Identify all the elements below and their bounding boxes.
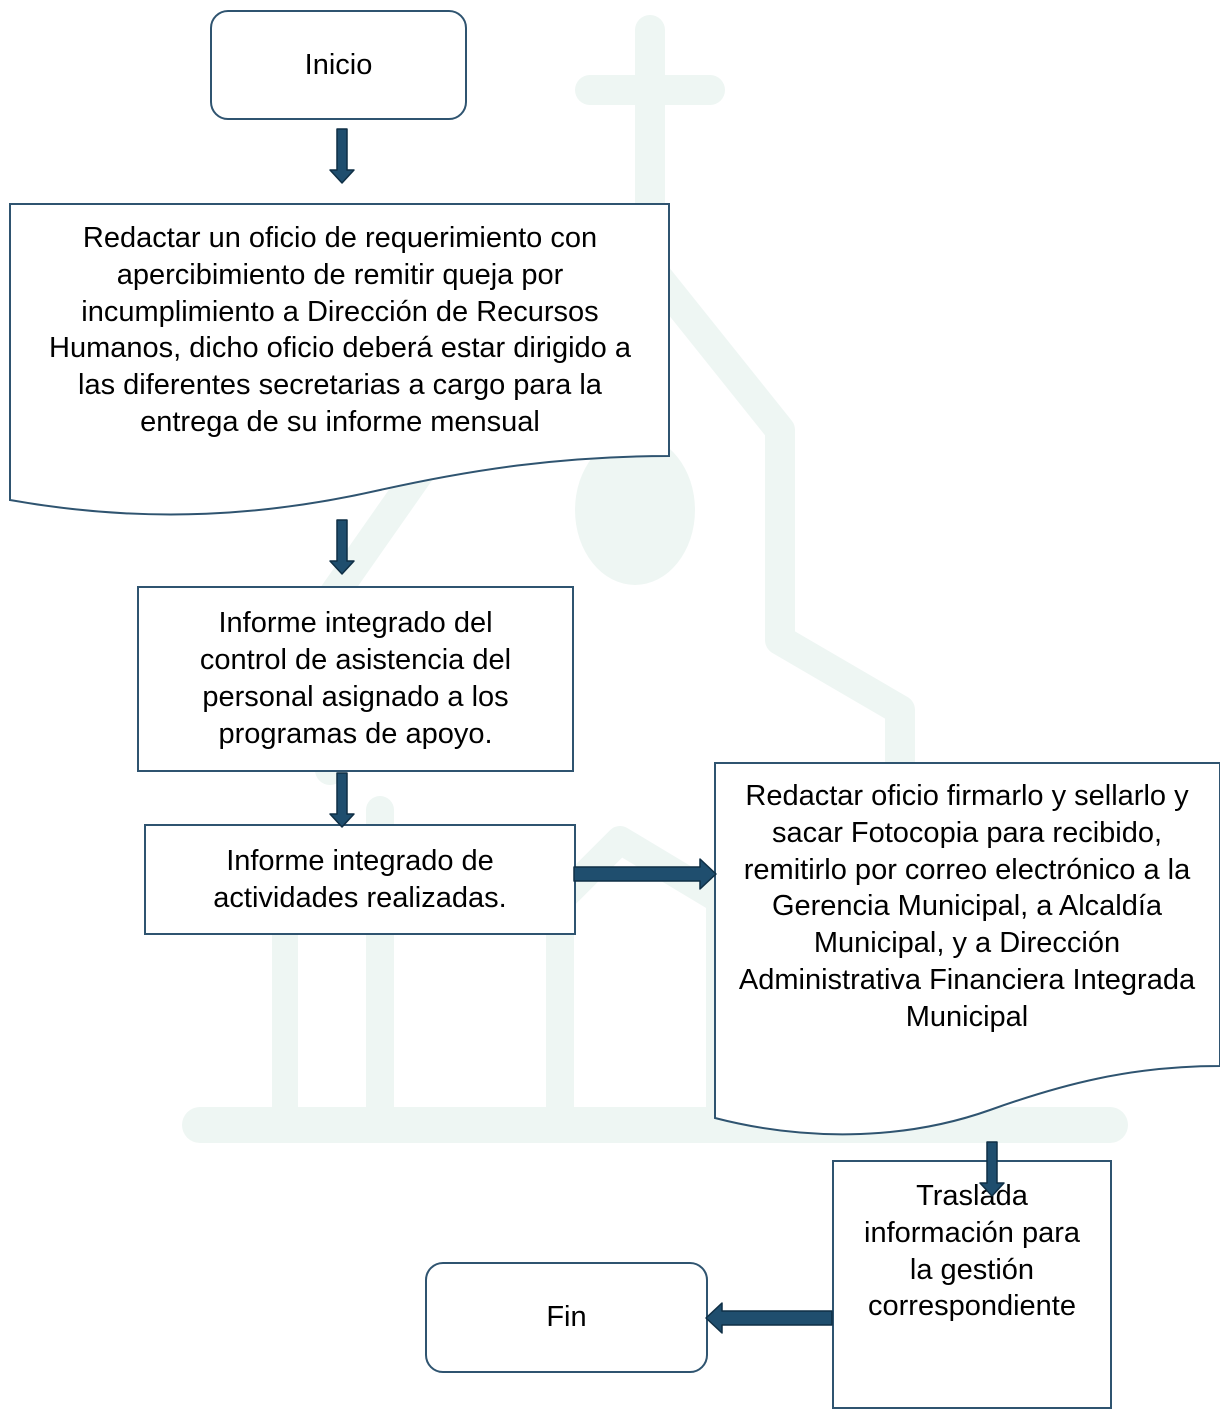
arrow-left-icon xyxy=(705,1302,833,1334)
arrow-down-icon xyxy=(329,519,355,575)
start-node: Inicio xyxy=(210,10,467,120)
step3-label: Informe integrado de actividades realiza… xyxy=(213,844,507,914)
start-label: Inicio xyxy=(304,48,373,81)
arrow-down-icon xyxy=(329,128,355,184)
arrow-down-icon xyxy=(329,772,355,828)
step5-node: Traslada información para la gestión cor… xyxy=(832,1160,1112,1409)
step4-text: Redactar oficio firmarlo y sellarlo y sa… xyxy=(738,780,1196,1033)
step2-node: Informe integrado del control de asisten… xyxy=(137,586,574,772)
step5-label: Traslada información para la gestión cor… xyxy=(864,1180,1080,1323)
arrow-down-icon xyxy=(979,1141,1005,1197)
step3-node: Informe integrado de actividades realiza… xyxy=(144,824,576,935)
end-label: Fin xyxy=(546,1301,587,1334)
end-node: Fin xyxy=(425,1262,708,1373)
arrow-right-icon xyxy=(573,858,717,890)
step1-text: Redactar un oficio de requerimiento con … xyxy=(49,222,631,439)
step2-label: Informe integrado del control de asisten… xyxy=(199,607,512,750)
